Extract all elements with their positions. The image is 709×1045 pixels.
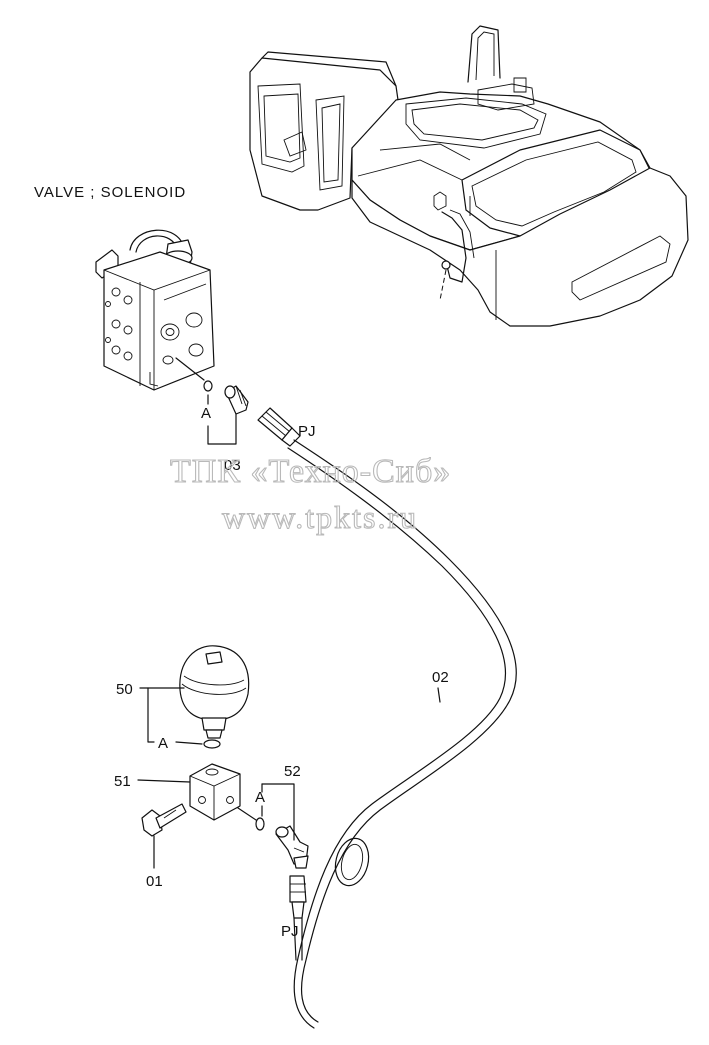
callout-pj-top: PJ (298, 423, 316, 440)
callout-03: 03 (224, 457, 241, 474)
leader-02 (437, 687, 441, 703)
accumulator-illustration (179, 645, 250, 739)
leader-a-right (237, 807, 257, 821)
callout-a-top: A (201, 405, 211, 422)
diagram-title: VALVE ; SOLENOID (34, 184, 186, 201)
callout-pj-bottom: PJ (281, 923, 299, 940)
bracket-03 (207, 413, 237, 445)
bolt-01-illustration (141, 803, 187, 837)
hose-top-fitting (257, 407, 301, 447)
callout-52: 52 (284, 763, 301, 780)
o-ring-mid (203, 739, 221, 749)
callout-50: 50 (116, 681, 133, 698)
hose-bottom-fitting (289, 875, 307, 961)
o-ring-right (255, 817, 265, 831)
excavator-illustration (249, 25, 689, 327)
block-51-illustration (189, 763, 241, 821)
watermark-url: www.tpkts.ru (222, 499, 418, 535)
watermark-company: ТПК «Техно-Сиб» (170, 453, 451, 490)
callout-02: 02 (432, 669, 449, 686)
callout-01: 01 (146, 873, 163, 890)
elbow-52-illustration (275, 825, 309, 869)
callout-a-right: A (255, 789, 265, 806)
o-ring-top (203, 380, 213, 392)
adapter-03-illustration (224, 385, 249, 415)
leader-a-mid (175, 741, 203, 745)
hose-clamp (334, 837, 370, 887)
callout-a-mid: A (158, 735, 168, 752)
bracket-50 (147, 687, 155, 743)
callout-51: 51 (114, 773, 131, 790)
bracket-52 (261, 783, 295, 841)
hose-02 (287, 439, 517, 1029)
leader-51 (137, 779, 191, 783)
solenoid-valve-illustration (95, 229, 215, 391)
